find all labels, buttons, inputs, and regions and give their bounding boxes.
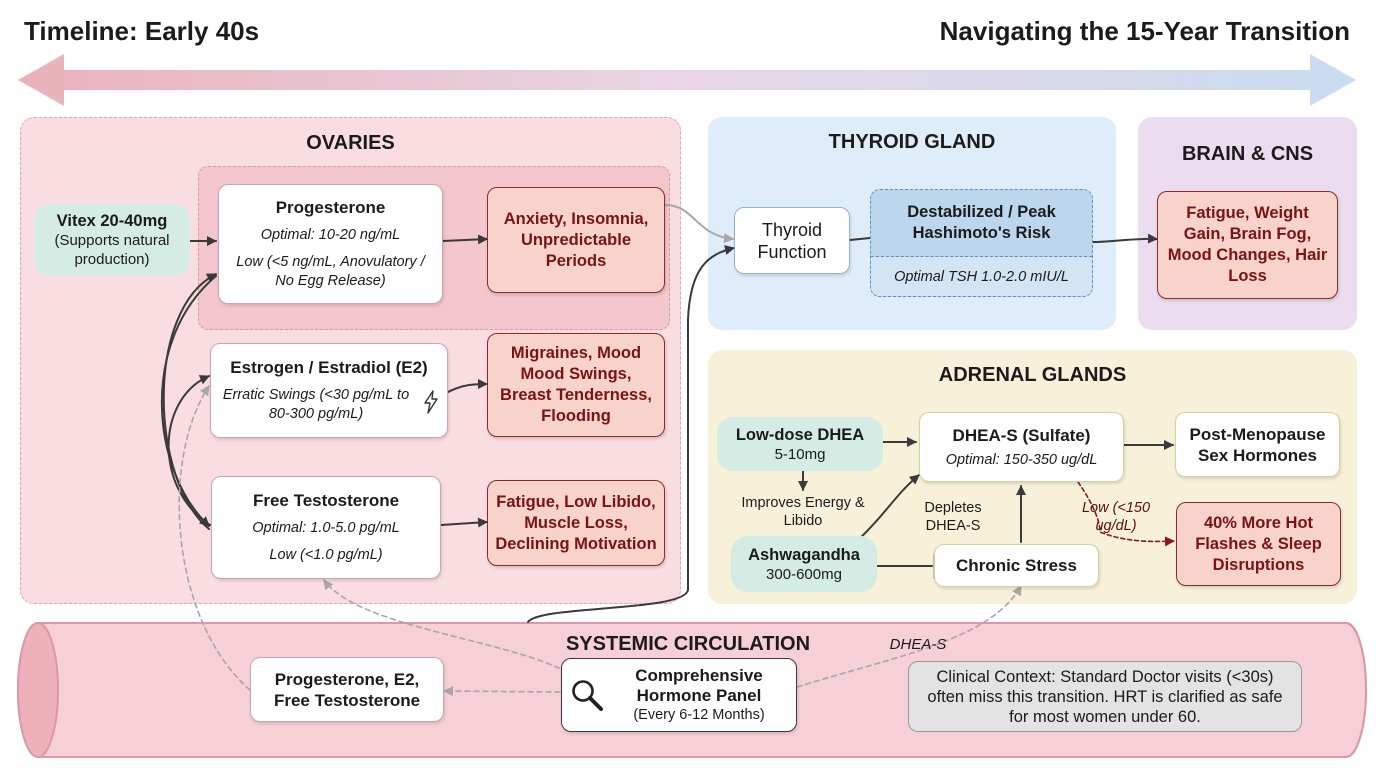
hormone-panel-box: Comprehensive Hormone Panel (Every 6-12 … (561, 658, 797, 732)
testosterone-symptoms: Fatigue, Low Libido, Muscle Loss, Declin… (487, 480, 665, 566)
thyroid-function-label: Thyroid Function (757, 219, 827, 262)
estrogen-range: Erratic Swings (<30 pg/mL to 80-300 pg/m… (222, 387, 410, 422)
dhea-supplement-name: Low-dose DHEA (735, 425, 865, 444)
clinical-context-note: Clinical Context: Standard Doctor visits… (908, 661, 1302, 732)
timeline-end-title: Navigating the 15-Year Transition (939, 16, 1350, 46)
testosterone-name: Free Testosterone (252, 491, 400, 510)
progesterone-optimal: Optimal: 10-20 ng/mL (260, 227, 401, 243)
thyroid-risk-box: Destabilized / Peak Hashimoto's Risk Opt… (870, 189, 1093, 297)
ashwagandha-dose: 300-600mg (766, 565, 842, 583)
thyroid-risk-label: Destabilized / Peak Hashimoto's Risk (871, 190, 1092, 257)
dheas-box: DHEA-S (Sulfate) Optimal: 150-350 ug/dL (919, 412, 1124, 482)
brain-symptoms: Fatigue, Weight Gain, Brain Fog, Mood Ch… (1157, 191, 1338, 299)
progesterone-symptoms: Anxiety, Insomnia, Unpredictable Periods (487, 187, 665, 293)
adrenal-title: ADRENAL GLANDS (938, 364, 1127, 386)
testosterone-low: Low (<1.0 pg/mL) (269, 547, 383, 563)
testosterone-box: Free Testosterone Optimal: 1.0-5.0 pg/mL… (211, 476, 441, 579)
estrogen-symptoms: Migraines, Mood Mood Swings, Breast Tend… (487, 333, 665, 437)
low-dheas-label: Low (<150 ug/dL) (1081, 500, 1151, 534)
vitex-name: Vitex 20-40mg (56, 212, 168, 230)
hormone-panel-frequency: (Every 6-12 Months) (633, 707, 765, 723)
thyroid-optimal: Optimal TSH 1.0-2.0 mIU/L (871, 257, 1092, 296)
thyroid-title: THYROID GLAND (828, 131, 996, 153)
measured-hormones-box: Progesterone, E2, Free Testosterone (250, 657, 444, 722)
depletes-label: Depletes DHEA-S (924, 500, 982, 534)
progesterone-name: Progesterone (275, 198, 386, 217)
brain-title: BRAIN & CNS (1181, 143, 1314, 165)
ovaries-title: OVARIES (306, 132, 395, 154)
post-menopause-label: Post-Menopause Sex Hormones (1189, 424, 1326, 465)
dheas-optimal: Optimal: 150-350 ug/dL (945, 451, 1098, 468)
progesterone-box: Progesterone Optimal: 10-20 ng/mL Low (<… (218, 184, 443, 304)
dhea-supplement-dose: 5-10mg (774, 445, 826, 463)
timeline-start-title: Timeline: Early 40s (24, 16, 260, 46)
post-menopause-box: Post-Menopause Sex Hormones (1175, 412, 1340, 477)
hot-flash-symptoms: 40% More Hot Flashes & Sleep Disruptions (1176, 502, 1341, 586)
vitex-note: (Supports natural production) (54, 232, 170, 268)
hormone-panel-name: Comprehensive Hormone Panel (635, 666, 763, 705)
dhea-supplement: Low-dose DHEA 5-10mg (717, 417, 883, 471)
vitex-supplement: Vitex 20-40mg (Supports natural producti… (34, 204, 190, 276)
chronic-stress-label: Chronic Stress (956, 556, 1077, 575)
measured-hormones-label: Progesterone, E2, Free Testosterone (273, 669, 421, 710)
thyroid-function-box: Thyroid Function (734, 207, 850, 274)
chronic-stress-box: Chronic Stress (934, 544, 1099, 587)
ashwagandha-name: Ashwagandha (748, 545, 860, 564)
estrogen-box: Estrogen / Estradiol (E2) Erratic Swings… (210, 343, 448, 438)
improves-label: Improves Energy & Libido (741, 495, 865, 529)
magnifier-icon (572, 680, 603, 711)
double-arrow-icon (18, 54, 1356, 106)
dheas-name: DHEA-S (Sulfate) (952, 425, 1091, 445)
circulation-title: SYSTEMIC CIRCULATION (565, 633, 811, 655)
dheas-circulation-label: DHEA-S (889, 636, 947, 653)
estrogen-name: Estrogen / Estradiol (E2) (230, 358, 428, 377)
testosterone-optimal: Optimal: 1.0-5.0 pg/mL (252, 520, 400, 536)
progesterone-low: Low (<5 ng/mL, Anovulatory / No Egg Rele… (236, 254, 425, 289)
ashwagandha-supplement: Ashwagandha 300-600mg (731, 536, 877, 592)
lightning-icon (424, 390, 438, 414)
